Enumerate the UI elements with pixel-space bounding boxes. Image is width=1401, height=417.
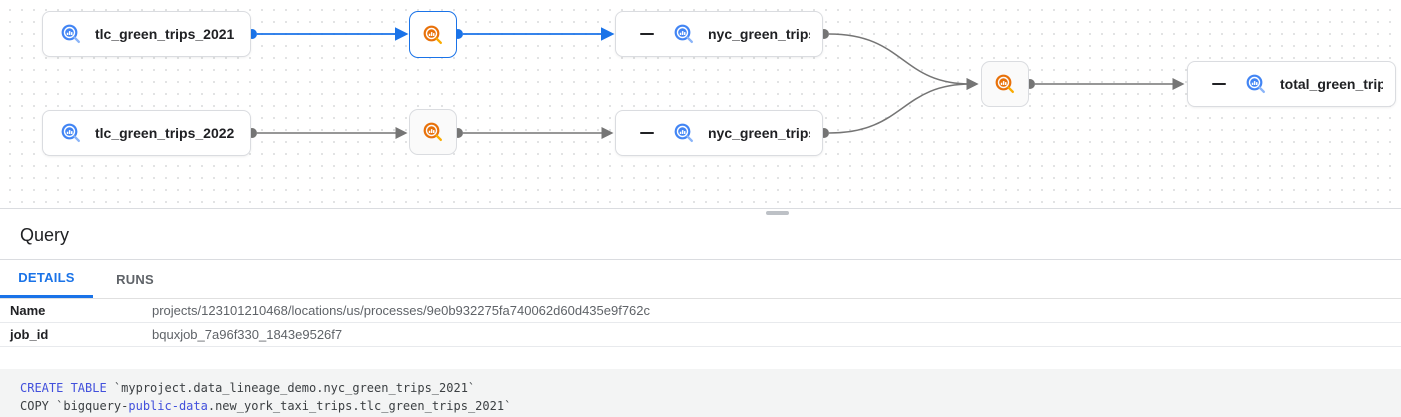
panel-resize-handle[interactable] (766, 211, 789, 215)
process-details-table: Name projects/123101210468/locations/us/… (0, 299, 1401, 347)
sql-line-1: CREATE TABLE `myproject.data_lineage_dem… (20, 379, 1381, 397)
sql-text: COPY `bigquery- (20, 399, 129, 413)
sql-text: `myproject.data_lineage_demo.nyc_green_t… (106, 381, 476, 395)
detail-value-name: projects/123101210468/locations/us/proce… (152, 303, 651, 318)
bigquery-table-icon (1246, 74, 1265, 93)
node-label: tlc_green_trips_2021 (95, 26, 235, 42)
query-process-icon (995, 74, 1014, 93)
sql-keyword: CREATE TABLE (20, 381, 107, 395)
sql-code-block: CREATE TABLE `myproject.data_lineage_dem… (0, 369, 1401, 417)
process-node-query-2022[interactable] (409, 109, 457, 155)
table-row: job_id bquxjob_7a96f330_1843e9526f7 (0, 323, 1401, 347)
node-tlc-green-trips-2021[interactable]: tlc_green_trips_2021 (42, 11, 251, 57)
detail-value-job-id: bquxjob_7a96f330_1843e9526f7 (152, 327, 343, 342)
bigquery-table-icon (674, 123, 693, 142)
node-label: nyc_green_trips... (708, 26, 810, 42)
table-row: Name projects/123101210468/locations/us/… (0, 299, 1401, 323)
collapse-minus-icon[interactable] (640, 126, 654, 140)
node-nyc-green-trips-2021[interactable]: nyc_green_trips... (615, 11, 823, 57)
node-tlc-green-trips-2022[interactable]: tlc_green_trips_2022 (42, 110, 251, 156)
sql-text: .new_york_taxi_trips.tlc_green_trips_202… (207, 399, 512, 413)
process-node-query-2021[interactable] (409, 11, 457, 58)
bigquery-table-icon (674, 24, 693, 43)
node-total-green-trips[interactable]: total_green_trip... (1187, 61, 1396, 107)
details-panel: Query DETAILS RUNS Name projects/1231012… (0, 210, 1401, 347)
query-process-icon (423, 122, 442, 141)
process-node-merge-query[interactable] (981, 61, 1029, 107)
collapse-minus-icon[interactable] (1212, 77, 1226, 91)
lineage-graph-canvas[interactable]: tlc_green_trips_2021 nyc_gree (0, 0, 1401, 209)
tab-runs[interactable]: RUNS (116, 271, 154, 287)
bigquery-table-icon (61, 123, 80, 142)
node-label: nyc_green_trips... (708, 125, 810, 141)
query-process-icon (423, 25, 442, 44)
collapse-minus-icon[interactable] (640, 27, 654, 41)
node-label: total_green_trip... (1280, 76, 1383, 92)
tab-details[interactable]: DETAILS (0, 260, 93, 298)
node-nyc-green-trips-2022[interactable]: nyc_green_trips... (615, 110, 823, 156)
sql-highlight: public-data (128, 399, 208, 413)
panel-tabbar: DETAILS RUNS (0, 260, 1401, 299)
detail-key-job-id: job_id (10, 327, 49, 342)
bigquery-table-icon (61, 24, 80, 43)
panel-title: Query (0, 210, 1401, 260)
sql-line-2: COPY `bigquery-public-data.new_york_taxi… (20, 397, 1381, 415)
node-label: tlc_green_trips_2022 (95, 125, 235, 141)
detail-key-name: Name (10, 303, 46, 318)
